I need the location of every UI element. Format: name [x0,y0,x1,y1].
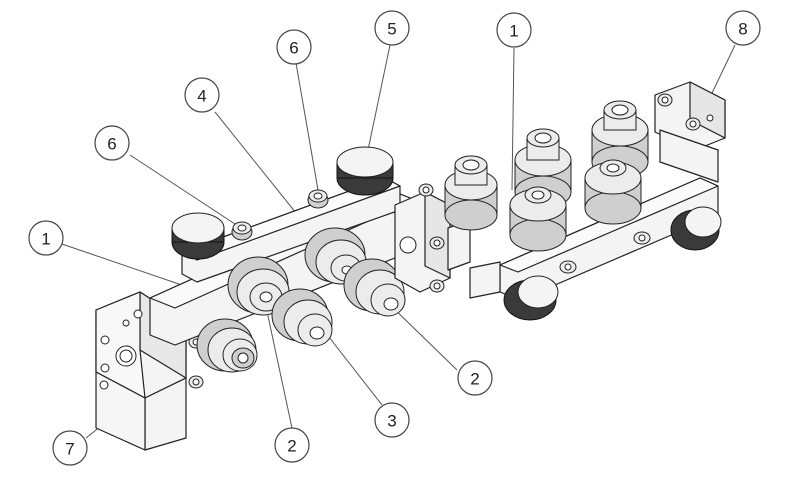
callout-5: 5 [374,10,410,46]
leader-2-bottom [264,301,293,429]
callout-3: 3 [374,402,410,438]
callout-4: 4 [184,77,220,113]
screw-right-bar-2 [633,231,651,245]
knurled-knob-right-bar [503,275,559,321]
callout-label: 7 [65,440,74,459]
callout-label: 6 [289,39,298,58]
leader-6-top [295,62,319,191]
knurled-knob-right-end [670,206,722,251]
leader-6-left [129,154,239,227]
callout-8: 8 [725,10,761,46]
roller-3 [271,288,333,347]
leader-4 [214,111,297,214]
callout-1-right: 1 [496,12,532,48]
knurled-knob-top [336,146,394,196]
roller-right-5 [584,159,642,225]
callout-6-left: 6 [94,125,130,161]
callout-2-bottom: 2 [274,427,310,463]
callout-label: 2 [287,437,296,456]
callout-label: 6 [107,135,116,154]
callout-label: 2 [470,370,479,389]
screw-left [231,221,253,241]
callout-1-left: 1 [28,220,64,256]
end-block-right [654,81,726,183]
roller-right-1 [444,155,498,231]
knurled-knob-left [171,212,225,260]
callout-label: 4 [197,87,206,106]
leader-5 [366,44,391,156]
screw-right-bar-1 [559,260,577,274]
leader-lines [61,44,736,439]
callout-label: 3 [387,412,396,431]
manifold-bar-right [469,177,719,301]
callout-label: 1 [509,22,518,41]
roller-right-3 [509,186,567,252]
callout-7: 7 [52,430,88,466]
screw-top [307,189,329,209]
callout-label: 1 [41,230,50,249]
callout-6-top: 6 [276,29,312,65]
callout-label: 5 [387,20,396,39]
center-block [394,183,471,293]
leader-1-right [511,47,515,191]
callout-label: 8 [738,20,747,39]
callout-2-right: 2 [457,360,493,396]
roller-right-of-center [343,258,406,317]
roller-front-left [196,318,258,373]
